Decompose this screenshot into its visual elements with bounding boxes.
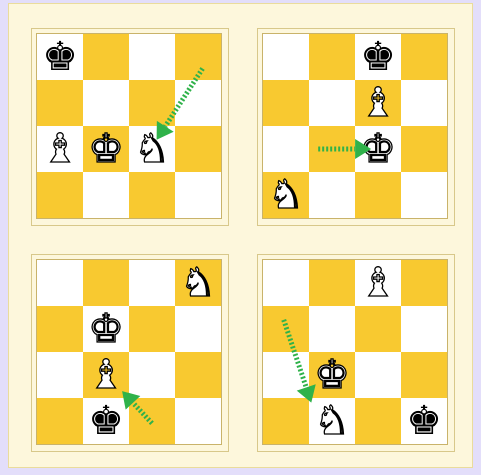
square-r3-c2[interactable] [129, 398, 175, 444]
square-r0-c1[interactable] [83, 260, 129, 306]
square-r2-c3[interactable] [175, 126, 221, 172]
square-r1-c1[interactable]: ♚ [83, 306, 129, 352]
square-r0-c1[interactable] [83, 34, 129, 80]
square-r1-c2[interactable] [129, 80, 175, 126]
square-r1-c1[interactable] [309, 306, 355, 352]
square-r2-c0[interactable] [263, 352, 309, 398]
square-r0-c0[interactable]: ♚ [37, 34, 83, 80]
square-r1-c1[interactable] [309, 80, 355, 126]
square-r1-c2[interactable]: ♝ [355, 80, 401, 126]
square-r3-c0[interactable] [37, 172, 83, 218]
square-r0-c0[interactable] [37, 260, 83, 306]
white-king-icon[interactable]: ♚ [83, 126, 129, 172]
square-r0-c1[interactable] [309, 260, 355, 306]
chess-board-4: ♝♚♞♚ [262, 259, 448, 445]
square-r2-c2[interactable]: ♞ [129, 126, 175, 172]
square-r2-c2[interactable]: ♚ [355, 126, 401, 172]
square-r2-c3[interactable] [401, 126, 447, 172]
square-r3-c2[interactable] [355, 172, 401, 218]
white-bishop-icon[interactable]: ♝ [355, 80, 401, 126]
square-r0-c0[interactable] [263, 34, 309, 80]
square-r3-c3[interactable]: ♚ [401, 398, 447, 444]
square-r0-c3[interactable] [175, 34, 221, 80]
board-frame-2: ♚♝♚ ♞ [257, 28, 455, 226]
square-r3-c2[interactable] [355, 398, 401, 444]
square-r1-c3[interactable] [401, 306, 447, 352]
square-r0-c1[interactable] [309, 34, 355, 80]
square-r1-c2[interactable] [129, 306, 175, 352]
square-r2-c2[interactable] [129, 352, 175, 398]
chess-board-1: ♚♝♚♞ [36, 33, 222, 219]
white-king-icon[interactable]: ♚ [83, 306, 129, 352]
square-r2-c3[interactable] [175, 352, 221, 398]
square-r3-c3[interactable] [175, 172, 221, 218]
square-r1-c2[interactable] [355, 306, 401, 352]
square-r2-c1[interactable]: ♝ [83, 352, 129, 398]
square-r1-c3[interactable] [175, 80, 221, 126]
white-king-icon[interactable]: ♚ [355, 126, 401, 172]
square-r3-c3[interactable] [401, 172, 447, 218]
square-r0-c0[interactable] [263, 260, 309, 306]
white-king-icon[interactable]: ♚ [309, 352, 355, 398]
square-r0-c3[interactable] [401, 260, 447, 306]
square-r0-c2[interactable] [129, 260, 175, 306]
square-r2-c2[interactable] [355, 352, 401, 398]
square-r1-c0[interactable] [37, 80, 83, 126]
square-r1-c0[interactable] [263, 306, 309, 352]
black-king-icon[interactable]: ♚ [37, 34, 83, 80]
square-r0-c2[interactable]: ♚ [355, 34, 401, 80]
square-r2-c0[interactable] [37, 352, 83, 398]
square-r1-c3[interactable] [401, 80, 447, 126]
square-r2-c1[interactable]: ♚ [83, 126, 129, 172]
white-knight-icon[interactable]: ♞ [129, 126, 175, 172]
square-r1-c0[interactable] [37, 306, 83, 352]
white-bishop-icon[interactable]: ♝ [37, 126, 83, 172]
board-frame-1: ♚♝♚♞ [31, 28, 229, 226]
white-knight-icon[interactable]: ♞ [175, 260, 221, 306]
square-r1-c1[interactable] [83, 80, 129, 126]
square-r3-c1[interactable] [83, 172, 129, 218]
black-king-icon[interactable]: ♚ [83, 398, 129, 444]
white-knight-icon[interactable]: ♞ [309, 398, 355, 444]
black-king-icon[interactable]: ♚ [401, 398, 447, 444]
square-r0-c2[interactable]: ♝ [355, 260, 401, 306]
chess-board-3: ♞ ♚♝♚ [36, 259, 222, 445]
board-frame-4: ♝♚♞♚ [257, 254, 455, 452]
square-r2-c1[interactable] [309, 126, 355, 172]
white-bishop-icon[interactable]: ♝ [83, 352, 129, 398]
square-r3-c0[interactable]: ♞ [263, 172, 309, 218]
square-r3-c1[interactable] [309, 172, 355, 218]
square-r3-c3[interactable] [175, 398, 221, 444]
square-r0-c3[interactable] [401, 34, 447, 80]
square-r3-c1[interactable]: ♞ [309, 398, 355, 444]
white-knight-icon[interactable]: ♞ [263, 172, 309, 218]
black-king-icon[interactable]: ♚ [355, 34, 401, 80]
square-r0-c2[interactable] [129, 34, 175, 80]
square-r2-c1[interactable]: ♚ [309, 352, 355, 398]
square-r0-c3[interactable]: ♞ [175, 260, 221, 306]
square-r3-c0[interactable] [263, 398, 309, 444]
white-bishop-icon[interactable]: ♝ [355, 260, 401, 306]
square-r3-c1[interactable]: ♚ [83, 398, 129, 444]
square-r2-c0[interactable]: ♝ [37, 126, 83, 172]
chess-board-2: ♚♝♚ ♞ [262, 33, 448, 219]
board-frame-3: ♞ ♚♝♚ [31, 254, 229, 452]
square-r2-c3[interactable] [401, 352, 447, 398]
square-r1-c0[interactable] [263, 80, 309, 126]
square-r3-c2[interactable] [129, 172, 175, 218]
square-r2-c0[interactable] [263, 126, 309, 172]
square-r1-c3[interactable] [175, 306, 221, 352]
square-r3-c0[interactable] [37, 398, 83, 444]
puzzle-card: ♚♝♚♞ ♚♝♚♞ ♞♚♝♚ ♝♚♞♚ [8, 3, 473, 468]
